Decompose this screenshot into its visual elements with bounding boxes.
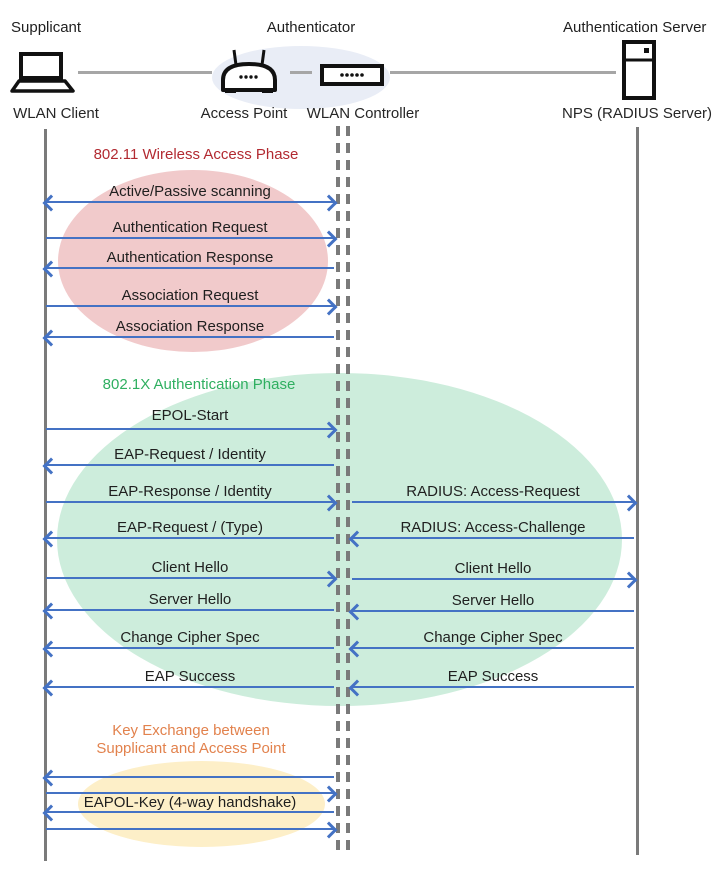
key-exchange-phase-title-line1: Key Exchange between: [112, 722, 270, 739]
message-label: Active/Passive scanning: [109, 183, 271, 200]
message-label: RADIUS: Access-Challenge: [400, 519, 586, 536]
wireless-access-phase-title: 802.11 Wireless Access Phase: [93, 146, 299, 163]
message-arrow: [42, 804, 334, 822]
authenticator-lifeline-dash-2: [346, 126, 350, 853]
message-arrow: [42, 769, 334, 787]
message-arrow: [42, 260, 334, 278]
message-arrow: [42, 602, 334, 620]
auth-server-lifeline: [636, 127, 639, 855]
access-point-icon: [216, 48, 282, 94]
wlan-controller-label: WLAN Controller: [306, 105, 420, 122]
message-arrow: [352, 494, 638, 512]
message-arrow: [42, 457, 334, 475]
message-arrow: [348, 530, 634, 548]
message-label: Association Response: [115, 318, 265, 335]
message-label: Authentication Request: [112, 219, 268, 236]
message-arrow: [42, 329, 334, 347]
message-label: Server Hello: [148, 591, 232, 608]
message-arrow: [46, 230, 338, 248]
message-arrow: [348, 603, 634, 621]
laptop-icon: [10, 51, 76, 95]
dot1x-auth-phase-title: 802.1X Authentication Phase: [102, 376, 296, 393]
message-label: RADIUS: Access-Request: [406, 483, 580, 500]
arrowhead-left-icon: [42, 769, 60, 787]
connector-client-ap: [78, 71, 212, 74]
key-exchange-phase-title-line2: Supplicant and Access Point: [96, 740, 286, 757]
message-arrow: [46, 494, 338, 512]
message-arrow: [348, 679, 634, 697]
auth-server-role-label: Authentication Server: [563, 19, 707, 36]
wlan-client-label: WLAN Client: [13, 105, 99, 122]
message-label: Authentication Response: [106, 249, 274, 266]
message-label: EAP Success: [144, 668, 236, 685]
message-label: EAP-Request / Identity: [114, 446, 266, 463]
message-label: Change Cipher Spec: [120, 629, 260, 646]
message-label: Association Request: [121, 287, 259, 304]
message-label: Server Hello: [451, 592, 535, 609]
message-arrow: [42, 640, 334, 658]
authenticator-role-label: Authenticator: [266, 19, 356, 36]
message-label: EAPOL-Key (4-way handshake): [83, 794, 297, 811]
message-label: EAP-Request / (Type): [117, 519, 263, 536]
message-arrow: [46, 570, 338, 588]
message-arrow: [46, 421, 338, 439]
server-icon: [621, 39, 657, 101]
message-arrow: [46, 785, 338, 803]
authenticator-lifeline-dash-1: [336, 126, 340, 853]
message-label: Client Hello: [454, 560, 532, 577]
message-arrow: [42, 194, 338, 212]
message-arrow: [352, 571, 638, 589]
message-label: EAP-Response / Identity: [108, 483, 272, 500]
message-arrow: [46, 821, 338, 839]
supplicant-role-label: Supplicant: [11, 19, 82, 36]
message-arrow: [46, 298, 338, 316]
wireless-access-phase-ellipse: [58, 170, 328, 352]
nps-radius-server-label: NPS (RADIUS Server): [562, 105, 713, 122]
key-exchange-phase-ellipse: [78, 761, 325, 847]
wlan-controller-icon: [319, 63, 385, 87]
connector-controller-server: [390, 71, 616, 74]
supplicant-lifeline: [44, 129, 47, 861]
message-label: Client Hello: [151, 559, 229, 576]
connector-ap-controller: [290, 71, 312, 74]
arrowhead-right-icon: [320, 821, 338, 839]
message-label: EPOL-Start: [151, 407, 229, 424]
message-arrow: [42, 530, 334, 548]
message-label: Change Cipher Spec: [423, 629, 563, 646]
message-label: EAP Success: [447, 668, 539, 685]
message-arrow: [348, 640, 634, 658]
message-arrow: [42, 679, 334, 697]
access-point-label: Access Point: [200, 105, 288, 122]
